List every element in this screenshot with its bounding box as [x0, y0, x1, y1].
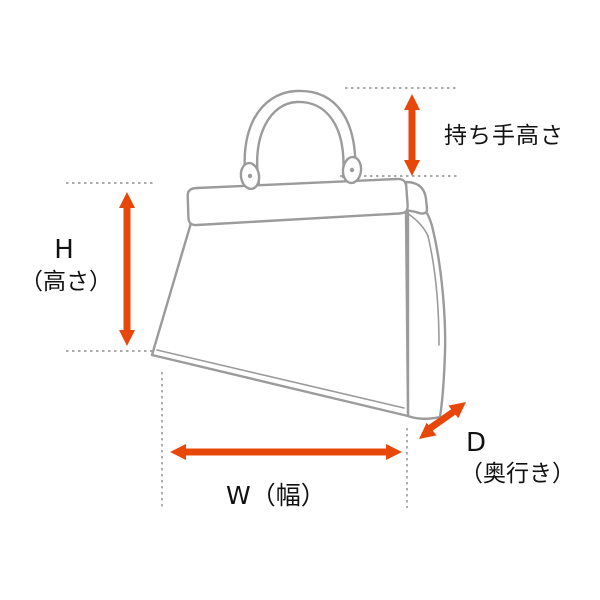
handle-height-label: 持ち手高さ: [444, 123, 564, 149]
bag-side-crease: [427, 235, 440, 346]
bag-bottom-piping: [156, 349, 405, 409]
arrow-width: [170, 444, 402, 460]
arrow-height: [119, 192, 135, 346]
height-label: H （高さ）: [20, 234, 112, 298]
bag-handle-rivet-right: [349, 167, 355, 173]
bag-illustration: [150, 89, 447, 420]
height-label-letter: H: [54, 235, 74, 265]
bag-flap-side-edge: [406, 212, 429, 237]
height-label-sub: （高さ）: [20, 268, 112, 295]
depth-label-letter: D: [466, 428, 487, 458]
depth-label-sub: （奥行き）: [460, 460, 575, 487]
depth-label: D （奥行き）: [460, 427, 575, 488]
bag-top-frame: [186, 177, 409, 227]
width-label: W（幅）: [226, 481, 326, 510]
measurement-arrows: [119, 94, 466, 460]
bag-frame-depth: [404, 180, 429, 215]
bag-handle-outer: [243, 89, 357, 189]
arrow-handle-height: [404, 94, 420, 176]
arrow-depth: [419, 402, 466, 439]
bag-handle-rivet-left: [247, 173, 253, 179]
bag-front-body: [150, 209, 410, 418]
bag-side-panel: [406, 194, 447, 420]
bag-handle-inner: [256, 100, 345, 187]
